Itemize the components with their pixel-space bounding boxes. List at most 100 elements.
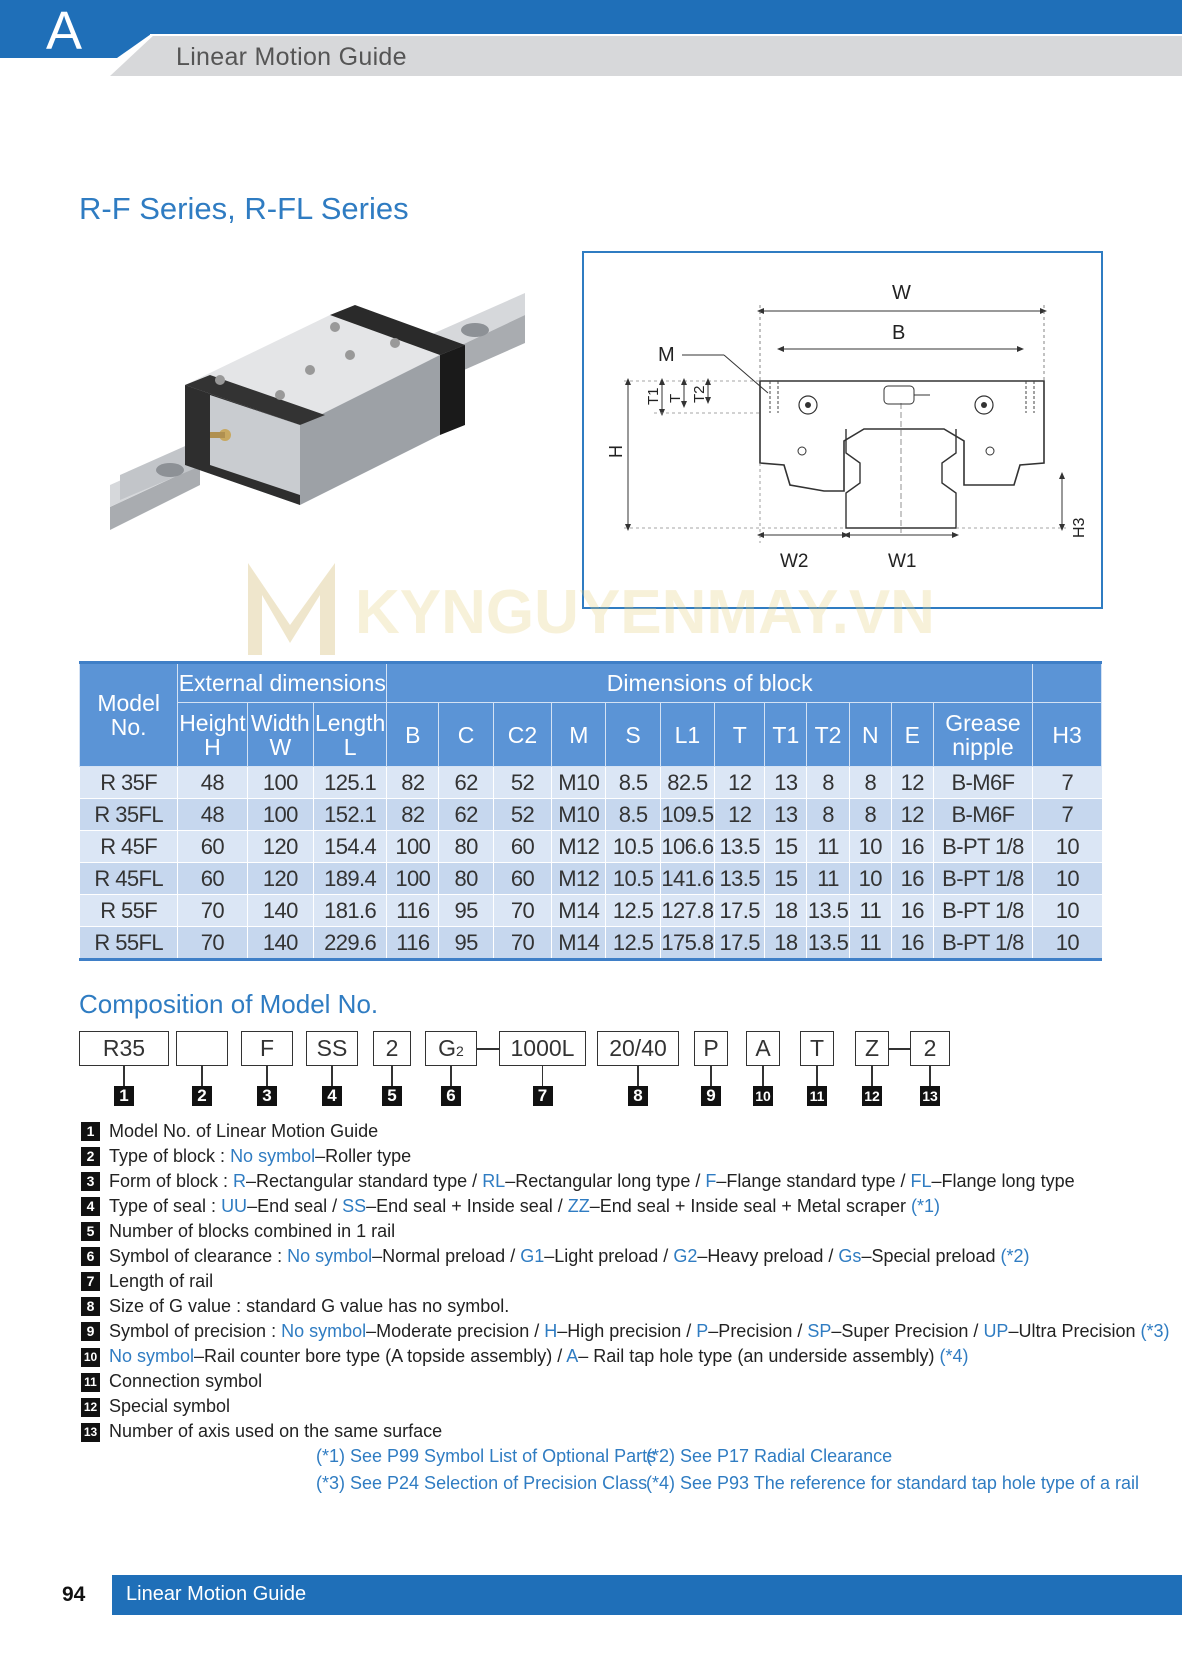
- table-cell: 7: [1032, 766, 1102, 799]
- legend-number: 1: [81, 1122, 100, 1141]
- table-cell: 11: [806, 862, 850, 895]
- code-box-11: T: [800, 1031, 834, 1066]
- table-cell: M12: [551, 830, 606, 863]
- legend-text: Connection symbol: [109, 1371, 263, 1391]
- table-cell: 60: [492, 862, 552, 895]
- table-cell: 12: [890, 766, 934, 799]
- code-box-12: Z: [855, 1031, 889, 1066]
- table-cell: 16: [890, 926, 934, 960]
- code-number-12: 12: [862, 1086, 882, 1106]
- th-c: C: [438, 702, 494, 767]
- table-cell: 109.5: [659, 798, 715, 831]
- table-cell: M10: [551, 766, 606, 799]
- th-h3: H3: [1032, 702, 1102, 767]
- table-cell: 10: [1032, 894, 1102, 927]
- code-number-6: 6: [441, 1086, 461, 1106]
- table-cell: 52: [492, 798, 552, 831]
- table-cell: 10.5: [605, 862, 661, 895]
- table-cell: 100: [386, 862, 439, 895]
- watermark: KYNGUYENMAY.VN: [240, 555, 940, 665]
- code-box-2: [176, 1031, 228, 1066]
- table-cell: 15: [764, 830, 807, 863]
- table-cell: 16: [890, 830, 934, 863]
- legend-text: (*2): [1000, 1246, 1030, 1266]
- legend-text: (*4): [939, 1346, 969, 1366]
- legend-text: –Light preload /: [544, 1246, 674, 1266]
- legend-text: –Normal preload /: [372, 1246, 521, 1266]
- table-cell: 62: [438, 766, 494, 799]
- table-cell: 70: [492, 926, 552, 960]
- legend-text: –High precision /: [557, 1321, 697, 1341]
- table-cell: 10: [848, 862, 892, 895]
- legend-text: –Special preload: [861, 1246, 1001, 1266]
- note-2: (*2) See P17 Radial Clearance: [646, 1446, 893, 1466]
- legend-text: UU: [221, 1196, 248, 1216]
- product-photo: [110, 293, 525, 530]
- legend-text: SP: [807, 1321, 832, 1341]
- label-H: H: [606, 445, 626, 458]
- code-box-8: 20/40: [597, 1031, 679, 1066]
- th-block: Dimensions of block: [386, 662, 1034, 703]
- legend-text: No symbol: [230, 1146, 316, 1166]
- legend-text: Symbol of clearance :: [109, 1246, 288, 1266]
- table-cell: 8: [806, 798, 850, 831]
- table-cell: 70: [177, 926, 247, 960]
- table-cell: 120: [246, 830, 314, 863]
- table-cell: 116: [386, 894, 439, 927]
- table-cell: M10: [551, 798, 606, 831]
- th-c2: C2: [492, 702, 553, 767]
- table-cell: 17.5: [714, 926, 765, 960]
- table-cell: 100: [246, 798, 314, 831]
- legend-text: –Roller type: [315, 1146, 412, 1166]
- table-cell: 152.1: [313, 798, 387, 831]
- legend-text: – Rail tap hole type (an underside assem…: [578, 1346, 940, 1366]
- code-dash: [477, 1048, 499, 1050]
- code-stem: [816, 1066, 818, 1086]
- code-stem: [391, 1066, 393, 1086]
- table-cell: 60: [492, 830, 552, 863]
- label-M: M: [658, 344, 675, 366]
- table-cell: 11: [806, 830, 850, 863]
- header-subbar: [110, 36, 1182, 76]
- table-cell: 48: [177, 766, 247, 799]
- code-box-13: 2: [910, 1031, 950, 1066]
- th-t1: T1: [764, 702, 808, 767]
- label-H3: H3: [1071, 517, 1088, 538]
- table-cell: 100: [246, 766, 314, 799]
- legend-text: R: [233, 1171, 247, 1191]
- th-e: E: [890, 702, 934, 767]
- legend-text: Model No. of Linear Motion Guide: [109, 1121, 379, 1141]
- legend-text: H: [544, 1321, 558, 1341]
- code-stem: [331, 1066, 333, 1086]
- table-cell: 175.8: [659, 926, 715, 960]
- legend-number: 13: [81, 1423, 100, 1442]
- composition-heading: Composition of Model No.: [79, 989, 379, 1019]
- table-cell: 12: [890, 798, 934, 831]
- code-box-4: SS: [306, 1031, 358, 1066]
- legend-text: –Super Precision /: [831, 1321, 984, 1341]
- legend-text: –Flange standard type /: [716, 1171, 911, 1191]
- code-box-6: G2: [425, 1031, 477, 1066]
- table-cell: 62: [438, 798, 494, 831]
- th-t2: T2: [806, 702, 850, 767]
- legend-text: G2: [673, 1246, 698, 1266]
- legend-text: –Flange long type: [931, 1171, 1075, 1191]
- legend-number: 8: [81, 1297, 100, 1316]
- table-cell: 154.4: [313, 830, 387, 863]
- table-cell: M14: [551, 926, 606, 960]
- table-cell: 8: [848, 798, 892, 831]
- legend-text: (*1): [910, 1196, 940, 1216]
- table-cell: 10: [1032, 926, 1102, 960]
- table-cell: 52: [492, 766, 552, 799]
- table-cell: 8.5: [605, 766, 661, 799]
- table-cell: B-PT 1/8: [932, 862, 1033, 895]
- header-title: Linear Motion Guide: [176, 43, 407, 71]
